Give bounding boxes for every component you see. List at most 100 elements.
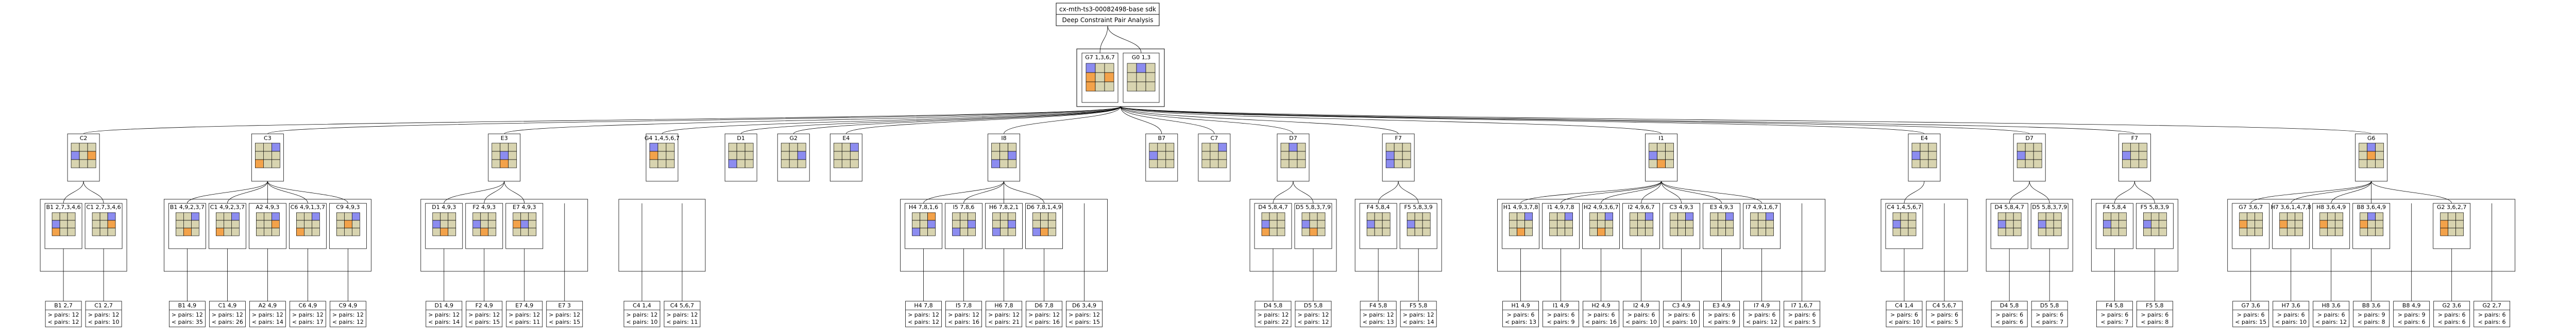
child-label: D4 5,8,4,7 bbox=[1994, 204, 2024, 211]
grid-cell bbox=[2130, 151, 2139, 160]
grid-cell bbox=[927, 220, 936, 229]
leaf-label: H1 4,9 bbox=[1511, 302, 1530, 309]
grid-cell bbox=[912, 212, 920, 221]
grid-cell bbox=[1165, 143, 1175, 152]
leaf-label: F5 5,8 bbox=[1410, 302, 1427, 309]
grid-cell bbox=[1549, 228, 1557, 236]
grid-cell bbox=[1157, 151, 1166, 160]
grid-cell bbox=[1201, 143, 1211, 152]
grid-cell bbox=[256, 220, 264, 229]
grid-cell bbox=[744, 159, 754, 168]
group-label: F7 bbox=[1395, 135, 1402, 142]
grid-cell bbox=[1127, 81, 1137, 92]
grid-cell bbox=[264, 220, 272, 229]
grid-cell bbox=[1920, 143, 1929, 152]
grid-cell bbox=[1032, 228, 1041, 236]
leaf-line: > pairs: 12 bbox=[948, 311, 979, 318]
grid-cell bbox=[59, 220, 68, 229]
child-grid bbox=[1589, 212, 1613, 236]
leaf-box bbox=[426, 301, 463, 327]
group-label: F7 bbox=[2131, 135, 2138, 142]
child-label: A2 4,9,3 bbox=[256, 204, 279, 211]
child-cluster bbox=[2227, 199, 2516, 272]
grid-cell bbox=[2448, 212, 2456, 221]
grid-cell bbox=[1677, 212, 1686, 221]
leaf-label: A2 4,9 bbox=[259, 302, 277, 309]
grid-cell bbox=[1517, 212, 1525, 221]
leaf-node: C1 4,9> pairs: 12< pairs: 26 bbox=[209, 301, 246, 327]
group-edge bbox=[63, 181, 84, 204]
grid-cell bbox=[1382, 212, 1391, 221]
grid-cell bbox=[255, 159, 264, 168]
grid-cell bbox=[2033, 143, 2042, 152]
grid-cell bbox=[255, 151, 264, 160]
leaf-line: < pairs: 9 bbox=[1547, 319, 1575, 325]
leaf-line: < pairs: 6 bbox=[2438, 319, 2466, 325]
grid-cell bbox=[2016, 159, 2026, 168]
grid-cell bbox=[272, 159, 280, 168]
grid-cell bbox=[1394, 151, 1403, 160]
grid-cell bbox=[1374, 220, 1383, 229]
grid-cell bbox=[1261, 228, 1270, 236]
leaf-line: < pairs: 15 bbox=[549, 319, 580, 325]
grid-cell bbox=[312, 228, 320, 236]
grid-cell bbox=[728, 143, 737, 152]
grid-cell bbox=[789, 159, 798, 168]
grid-cell bbox=[1657, 151, 1666, 160]
group-label: G6 bbox=[2367, 135, 2376, 142]
grid-cell bbox=[183, 228, 192, 236]
child-label: I2 4,9,6,7 bbox=[1628, 204, 1654, 211]
grid-cell bbox=[1557, 212, 1565, 221]
leaf-label: F4 5,8 bbox=[2106, 302, 2123, 309]
child-grid bbox=[432, 212, 456, 236]
child-grid bbox=[472, 212, 497, 236]
grid-cell bbox=[2360, 220, 2368, 229]
group-edge bbox=[2029, 181, 2050, 204]
grid-cell bbox=[728, 159, 737, 168]
leaf-line: < pairs: 12 bbox=[2315, 319, 2347, 325]
leaf-line: > pairs: 12 bbox=[212, 311, 243, 318]
grid-cell bbox=[1920, 151, 1929, 160]
group-edge bbox=[1398, 181, 1419, 204]
grid-cell bbox=[107, 220, 116, 229]
grid-cell bbox=[789, 151, 798, 160]
group-edge bbox=[2009, 181, 2030, 204]
child-node: C1 2,7,3,4,6C1 2,7> pairs: 12< pairs: 10 bbox=[84, 203, 123, 327]
grid-cell bbox=[1677, 228, 1686, 236]
child-label: H7 3,6,1,4,7,8 bbox=[2271, 204, 2311, 211]
leaf-line: < pairs: 8 bbox=[2141, 319, 2168, 325]
grid-cell bbox=[1718, 220, 1726, 229]
leaf-label: D5 5,8 bbox=[1304, 302, 1323, 309]
child-node: C4 5,6,7> pairs: 12< pairs: 11 bbox=[664, 301, 701, 327]
grid-cell bbox=[448, 228, 456, 236]
group-edge bbox=[1641, 181, 1662, 204]
group-edge bbox=[1661, 181, 1722, 204]
leaf-box bbox=[1926, 301, 1963, 327]
child-node: B1 2,7,3,4,6B1 2,7> pairs: 12< pairs: 12 bbox=[44, 203, 82, 327]
child-cluster bbox=[40, 199, 127, 272]
child-label: F4 5,8,4 bbox=[1367, 204, 1390, 211]
grid-cell bbox=[448, 220, 456, 229]
leaf-line: > pairs: 12 bbox=[292, 311, 324, 318]
grid-cell bbox=[912, 220, 920, 229]
grid-cell bbox=[1630, 212, 1638, 221]
grid-cell bbox=[472, 228, 481, 236]
grid-cell bbox=[1637, 228, 1646, 236]
grid-cell bbox=[1040, 212, 1048, 221]
child-label: C1 4,9,2,3,7 bbox=[210, 204, 245, 211]
group-edge bbox=[1378, 181, 1399, 204]
child-cluster bbox=[2091, 199, 2178, 272]
grid-cell bbox=[1645, 220, 1653, 229]
grid-cell bbox=[440, 220, 449, 229]
leaf-line: < pairs: 6 bbox=[2478, 319, 2506, 325]
grid-cell bbox=[1725, 228, 1734, 236]
child-grid bbox=[176, 212, 199, 236]
leaf-label: G2 3,6 bbox=[2442, 302, 2461, 309]
grid-cell bbox=[508, 151, 517, 160]
grid-cell bbox=[1382, 220, 1391, 229]
group-edge bbox=[1661, 181, 1682, 204]
child-grid bbox=[2279, 212, 2303, 236]
grid-cell bbox=[1758, 212, 1766, 221]
